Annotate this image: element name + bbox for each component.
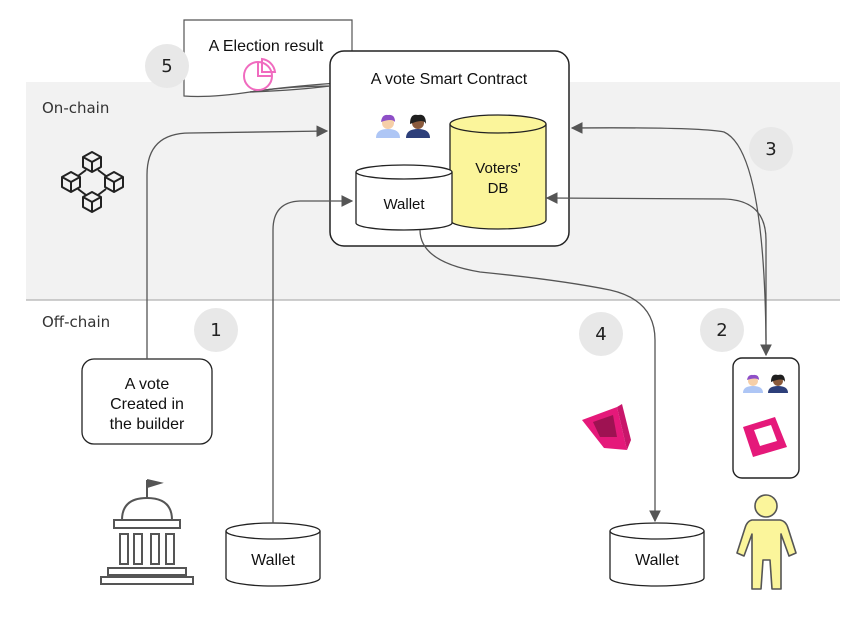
smart-contract-title: A vote Smart Contract xyxy=(371,71,528,88)
off-chain-label: Off-chain xyxy=(42,313,110,331)
arrow-phone-to-contract-top xyxy=(570,122,767,341)
svg-text:Created in: Created in xyxy=(110,396,184,413)
organiser-wallet-cylinder: Wallet xyxy=(225,522,321,587)
organiser-wallet-label: Wallet xyxy=(251,552,295,569)
svg-text:the builder: the builder xyxy=(110,416,185,433)
election-result-document: A Election result xyxy=(183,19,353,98)
arrow-builder-to-contract xyxy=(146,125,329,359)
step-4-badge: 4 xyxy=(579,312,623,356)
svg-text:3: 3 xyxy=(765,139,776,160)
svg-text:2: 2 xyxy=(716,320,727,341)
person-icon xyxy=(736,494,797,590)
pie-chart-icon xyxy=(243,57,277,91)
government-building-icon xyxy=(100,479,194,585)
svg-text:A vote: A vote xyxy=(125,376,170,393)
voter-wallet-label: Wallet xyxy=(635,552,679,569)
phone-icon xyxy=(732,357,800,479)
blockchain-cubes-icon xyxy=(61,151,124,213)
svg-text:4: 4 xyxy=(595,324,606,345)
voters-db-label-line1: Voters' xyxy=(475,160,521,177)
vote-builder-box: A vote Created in the builder xyxy=(81,358,213,445)
on-chain-label: On-chain xyxy=(42,99,109,117)
svg-text:1: 1 xyxy=(210,320,221,341)
voters-db-cylinder: Voters' DB xyxy=(449,114,547,230)
arrow-phone-contract-link xyxy=(545,192,772,357)
election-result-title: A Election result xyxy=(209,38,324,55)
step-2-badge: 2 xyxy=(700,308,744,352)
arrow-wallet-to-contract-wallet xyxy=(272,195,354,523)
contract-wallet-label: Wallet xyxy=(383,196,425,213)
svg-text:5: 5 xyxy=(161,56,172,77)
voter-wallet-cylinder: Wallet xyxy=(609,522,705,587)
voters-db-label-line2: DB xyxy=(488,180,509,197)
step-5-badge: 5 xyxy=(145,44,189,88)
voters-avatars-icon xyxy=(376,114,430,138)
contract-wallet-cylinder: Wallet xyxy=(355,164,453,231)
step-1-badge: 1 xyxy=(194,308,238,352)
arrow-contract-to-election-result xyxy=(249,85,331,93)
step-3-badge: 3 xyxy=(749,127,793,171)
token-icon xyxy=(582,404,631,450)
